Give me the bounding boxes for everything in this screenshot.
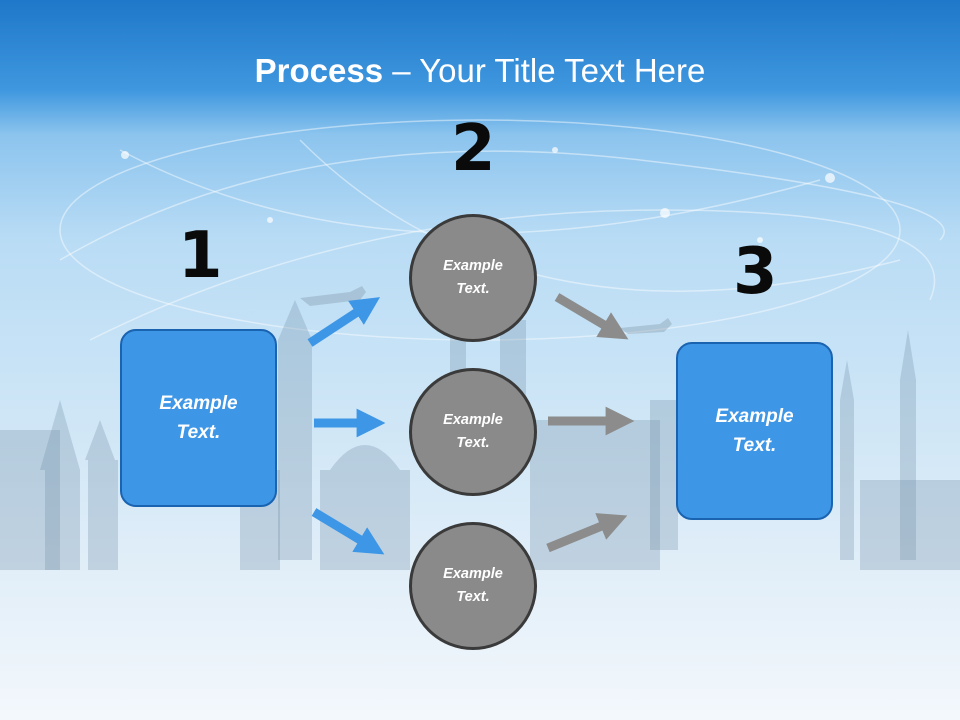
circle-3: Example Text.	[409, 522, 537, 650]
arrow-box1-to-circle1	[307, 297, 381, 347]
step-box-1-text: Example Text.	[159, 393, 238, 443]
circle-1: Example Text.	[409, 214, 537, 342]
slide-title: Process – Your Title Text Here	[0, 52, 960, 90]
arrow-box1-to-circle3	[311, 508, 385, 555]
title-rest: – Your Title Text Here	[383, 52, 706, 89]
title-bold: Process	[254, 52, 384, 89]
circle-2: Example Text.	[409, 368, 537, 496]
step-number-2: 2	[451, 112, 496, 186]
circle-2-text: Example Text.	[443, 412, 503, 451]
circle-3-text: Example Text.	[443, 566, 503, 605]
arrow-circle3-to-box3	[546, 513, 628, 553]
arrow-circle1-to-box3	[554, 293, 629, 340]
step-number-3: 3	[733, 235, 778, 309]
step-box-1: Example Text.	[120, 329, 277, 507]
step-box-3-text: Example Text.	[715, 406, 794, 456]
circle-1-text: Example Text.	[443, 258, 503, 297]
step-box-3: Example Text.	[676, 342, 833, 520]
step-number-1: 1	[178, 219, 223, 293]
